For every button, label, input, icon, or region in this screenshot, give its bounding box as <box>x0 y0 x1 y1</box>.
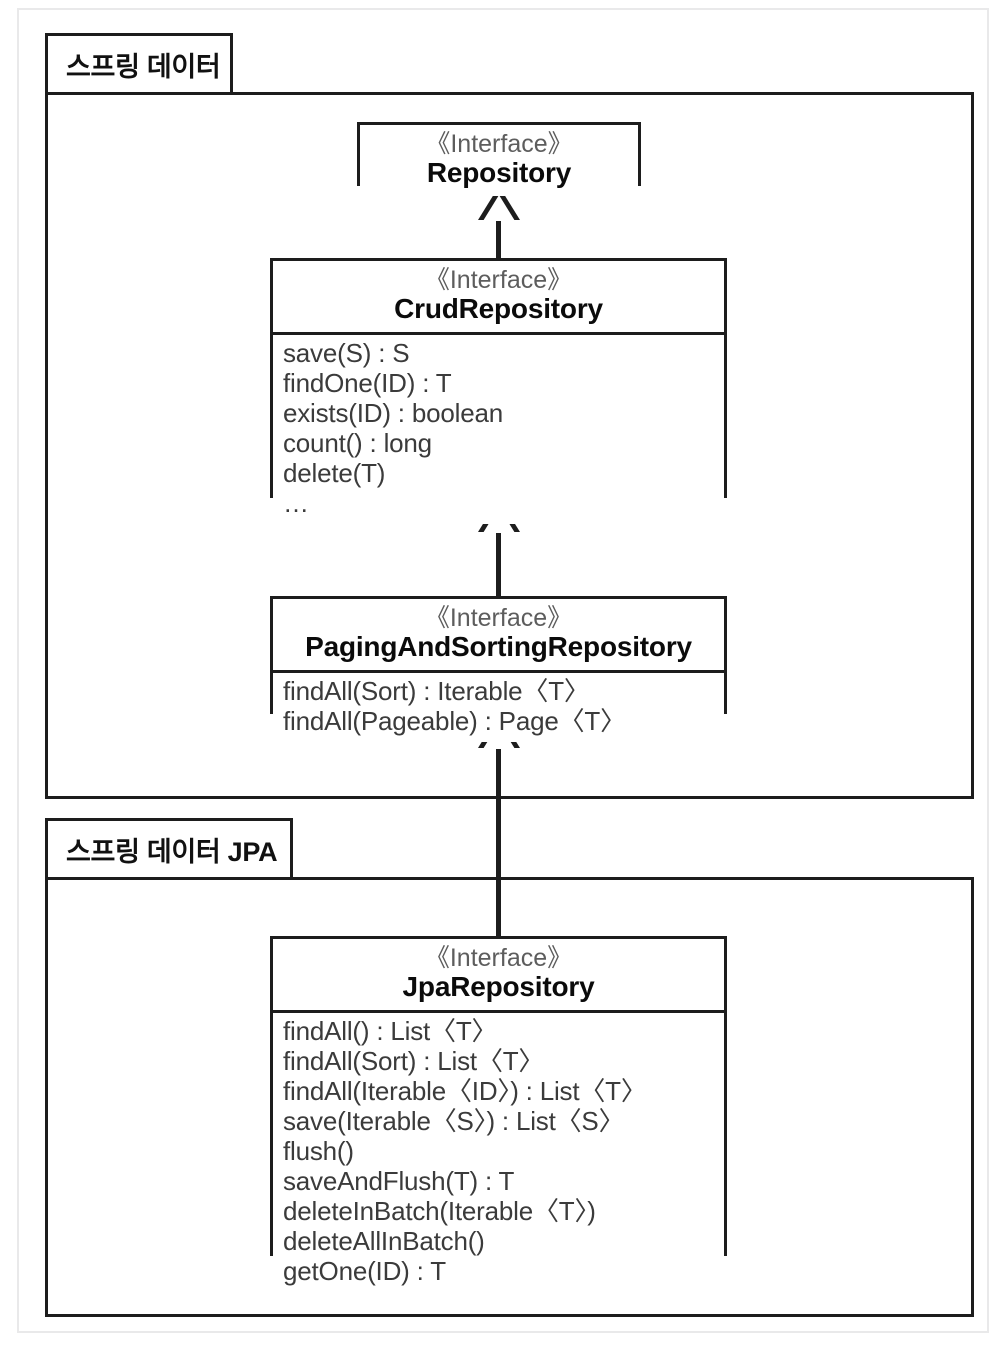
package-spring-data-jpa-tab: 스프링 데이터 JPA <box>45 818 293 880</box>
class-member: delete(T) <box>283 457 386 488</box>
class-member: saveAndFlush(T) : T <box>283 1165 515 1196</box>
stereotype-paging-and-sorting-repository: 《Interface》 <box>424 604 573 632</box>
class-member: deleteAllInBatch() <box>283 1225 485 1256</box>
stereotype-crud-repository: 《Interface》 <box>424 266 573 294</box>
class-header-crud-repository: 《Interface》 CrudRepository <box>273 261 724 335</box>
package-spring-data-jpa: 스프링 데이터 JPA <box>45 818 974 1317</box>
class-member: flush() <box>283 1135 354 1166</box>
class-member: save(S) : S <box>283 337 410 368</box>
package-spring-data: 스프링 데이터 <box>45 33 974 799</box>
class-member: findAll(Pageable) : Page〈T〉 <box>283 705 626 736</box>
generalization-line-paging-to-crud <box>496 498 501 596</box>
class-header-repository: 《Interface》 Repository <box>360 125 638 196</box>
class-name-jpa-repository: JpaRepository <box>402 971 595 1002</box>
class-member: exists(ID) : boolean <box>283 397 503 428</box>
class-member: … <box>283 487 309 518</box>
class-name-repository: Repository <box>426 157 572 188</box>
class-member: findAll(Sort) : List〈T〉 <box>283 1045 545 1076</box>
package-spring-data-label: 스프링 데이터 <box>66 51 221 82</box>
class-members-paging-and-sorting-repository: findAll(Sort) : Iterable〈T〉 findAll(Page… <box>273 672 724 742</box>
generalization-line-jpa-to-paging <box>496 714 501 936</box>
class-name-paging-and-sorting-repository: PagingAndSortingRepository <box>305 631 692 662</box>
class-box-paging-and-sorting-repository[interactable]: 《Interface》 PagingAndSortingRepository f… <box>270 596 727 742</box>
class-box-jpa-repository[interactable]: 《Interface》 JpaRepository findAll() : Li… <box>270 936 727 1292</box>
class-member: save(Iterable〈S〉) : List〈S〉 <box>283 1105 625 1136</box>
stereotype-jpa-repository: 《Interface》 <box>424 944 573 972</box>
class-members-jpa-repository: findAll() : List〈T〉 findAll(Sort) : List… <box>273 1012 724 1292</box>
package-spring-data-jpa-label: 스프링 데이터 JPA <box>66 836 278 867</box>
class-member: getOne(ID) : T <box>283 1255 446 1286</box>
class-box-crud-repository[interactable]: 《Interface》 CrudRepository save(S) : S f… <box>270 258 727 524</box>
class-box-repository[interactable]: 《Interface》 Repository <box>357 122 641 196</box>
class-member: findAll(Iterable〈ID〉) : List〈T〉 <box>283 1075 647 1106</box>
class-header-paging-and-sorting-repository: 《Interface》 PagingAndSortingRepository <box>273 599 724 673</box>
class-members-crud-repository: save(S) : S findOne(ID) : T exists(ID) :… <box>273 334 724 524</box>
class-member: deleteInBatch(Iterable〈T〉) <box>283 1195 596 1226</box>
package-spring-data-body <box>45 92 974 799</box>
class-name-crud-repository: CrudRepository <box>394 293 603 324</box>
class-member: findAll(Sort) : Iterable〈T〉 <box>283 675 590 706</box>
class-header-jpa-repository: 《Interface》 JpaRepository <box>273 939 724 1013</box>
class-member: findOne(ID) : T <box>283 367 452 398</box>
package-spring-data-jpa-body <box>45 877 974 1317</box>
page-frame <box>17 8 989 1333</box>
class-member: count() : long <box>283 427 432 458</box>
generalization-line-crud-to-repository <box>496 186 501 260</box>
stereotype-repository: 《Interface》 <box>425 130 573 158</box>
class-member: findAll() : List〈T〉 <box>283 1015 498 1046</box>
package-spring-data-tab: 스프링 데이터 <box>45 33 233 95</box>
